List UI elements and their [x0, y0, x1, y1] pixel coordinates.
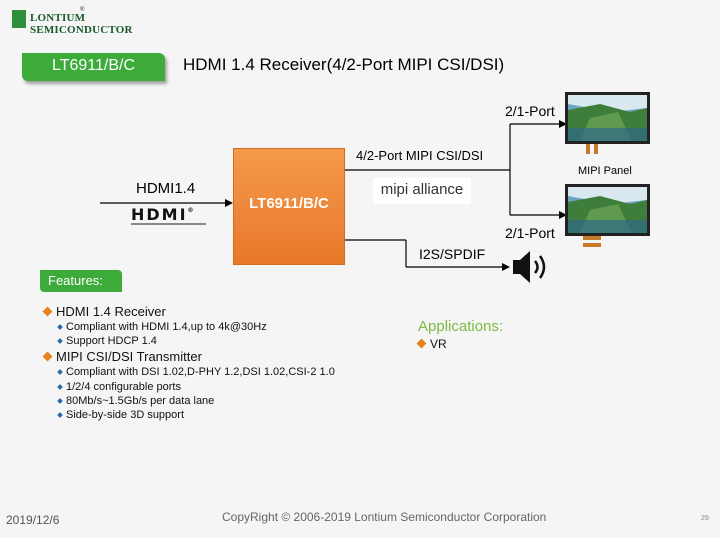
feature-mipi-heading-text: MIPI CSI/DSI Transmitter [56, 349, 202, 364]
blue-bullet-icon [57, 369, 63, 375]
feature-item-text: Support HDCP 1.4 [66, 335, 157, 347]
mipi-panel-label: MIPI Panel [578, 165, 632, 177]
page-title: HDMI 1.4 Receiver(4/2-Port MIPI CSI/DSI) [183, 55, 505, 74]
hdmi-input-label: HDMI1.4 [136, 180, 196, 197]
orange-bullet-icon [42, 351, 53, 362]
mipi-link-label: 4/2-Port MIPI CSI/DSI [356, 148, 484, 163]
blue-bullet-icon [57, 324, 63, 330]
blue-bullet-icon [57, 384, 63, 390]
feature-item-text: 1/2/4 configurable ports [66, 381, 181, 393]
feature-item: Side-by-side 3D support [57, 409, 185, 421]
mipi-panel-bottom-image [565, 184, 650, 247]
feature-item: 1/2/4 configurable ports [57, 381, 181, 393]
chip-label: LT6911/B/C [249, 195, 329, 212]
logo-line-1: LONTIUM [30, 12, 86, 24]
hdmi-logo: HDMI® [131, 205, 196, 224]
mipi-alliance-logo: mipi alliance [373, 178, 471, 204]
feature-hdmi-heading: HDMI 1.4 Receiver [42, 304, 166, 319]
mipi-panel-top-image [565, 92, 650, 154]
feature-item: 80Mb/s~1.5Gb/s per data lane [57, 395, 215, 407]
lt6911-chip-block [233, 148, 345, 265]
company-logo: LONTIUM SEMICONDUCTOR [30, 12, 133, 36]
hdmi-logo-reg: ® [187, 207, 196, 214]
feature-item: Support HDCP 1.4 [57, 335, 157, 347]
mipi-top-arrowhead [559, 120, 567, 128]
feature-item-text: Compliant with HDMI 1.4,up to 4k@30Hz [66, 321, 267, 333]
footer-date: 2019/12/6 [6, 513, 60, 527]
audio-output-label: I2S/SPDIF [419, 246, 486, 262]
feature-hdmi-heading-text: HDMI 1.4 Receiver [56, 304, 166, 319]
port-bottom-label: 2/1-Port [505, 225, 555, 241]
applications-heading: Applications: [418, 318, 504, 335]
blue-bullet-icon [57, 398, 63, 404]
feature-item-text: Compliant with DSI 1.02,D-PHY 1.2,DSI 1.… [66, 366, 335, 378]
logo-registered-mark: ® [80, 7, 85, 13]
logo-line-2: SEMICONDUCTOR [30, 24, 133, 36]
hdmi-input-arrowhead [225, 199, 233, 207]
hdmi-logo-text: HDMI [131, 205, 188, 224]
feature-item: Compliant with HDMI 1.4,up to 4k@30Hz [57, 321, 267, 333]
feature-mipi-heading: MIPI CSI/DSI Transmitter [42, 349, 202, 364]
mipi-bottom-arrowhead [559, 211, 567, 219]
logo-mark [12, 10, 26, 28]
feature-item-text: 80Mb/s~1.5Gb/s per data lane [66, 395, 215, 407]
speaker-icon [513, 251, 546, 283]
feature-item-text: Side-by-side 3D support [66, 409, 185, 421]
title-tag: LT6911/B/C [51, 57, 135, 74]
page-number: 29 [701, 515, 709, 522]
audio-arrowhead [502, 263, 510, 271]
orange-bullet-icon [42, 306, 53, 317]
features-tag: Features: [48, 273, 103, 288]
application-item-text: VR [430, 337, 447, 351]
feature-item: Compliant with DSI 1.02,D-PHY 1.2,DSI 1.… [57, 366, 335, 378]
features-tag-bg [40, 270, 122, 292]
orange-bullet-icon [416, 338, 427, 349]
application-item: VR [416, 337, 447, 351]
blue-bullet-icon [57, 338, 63, 344]
hdmi-logo-tagline-bar [131, 223, 206, 225]
port-top-label: 2/1-Port [505, 103, 555, 119]
blue-bullet-icon [57, 412, 63, 418]
footer-copyright: CopyRight © 2006-2019 Lontium Semiconduc… [222, 510, 547, 524]
title-tag-bg [22, 53, 165, 81]
